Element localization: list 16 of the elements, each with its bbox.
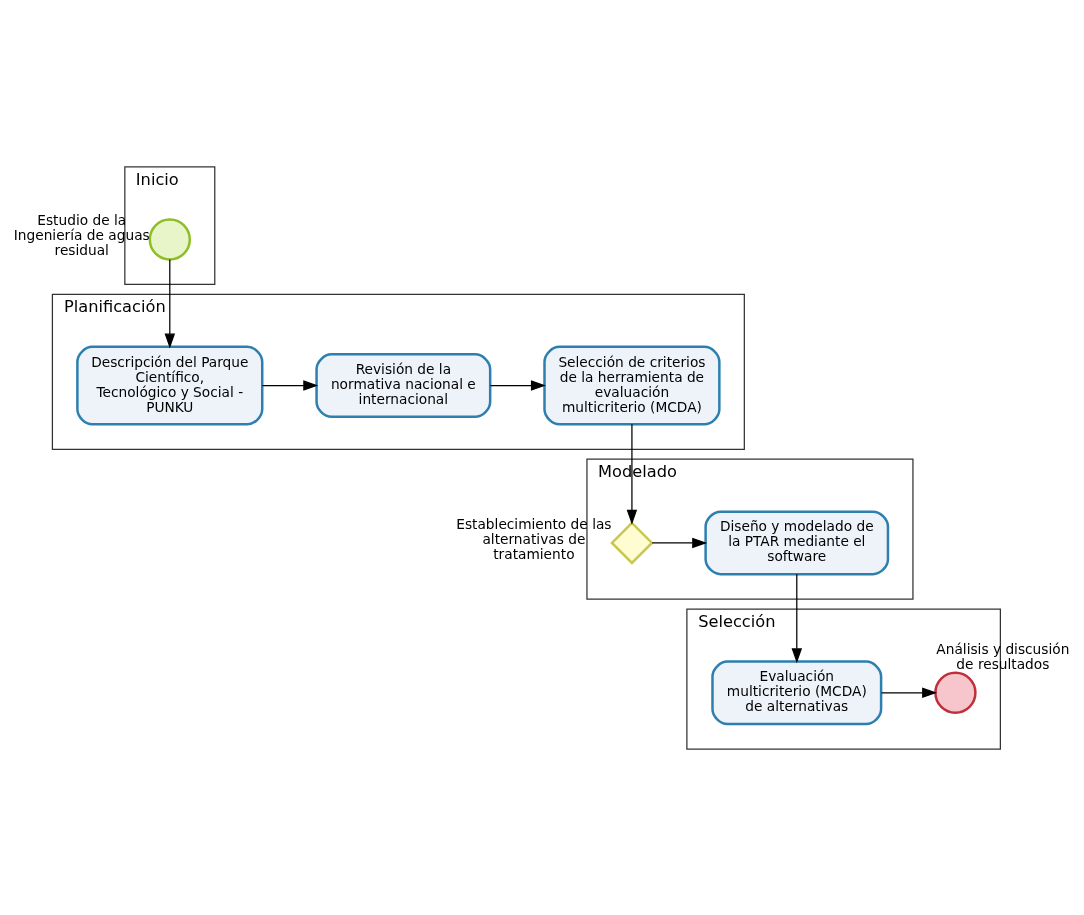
- node-circle: [148, 217, 192, 261]
- node-box: Evaluación multicriterio (MCDA) de alternativas: [711, 659, 883, 725]
- node-box: Selección de criterios de la herramienta de evaluación multicriterio (MCDA): [543, 345, 721, 426]
- arrow: [651, 537, 708, 548]
- arrow: [261, 379, 319, 391]
- node-circle: [934, 671, 977, 714]
- arrow: [881, 687, 938, 698]
- node-label: Establecimiento de las alternativas de tratamiento: [456, 515, 612, 562]
- node-box: Revisión de la normativa nacional e internacional: [315, 352, 492, 418]
- arrow: [626, 423, 638, 525]
- node-box: Diseño y modelado de la PTAR mediante el software: [704, 509, 890, 575]
- node-box: Descripción del Parque Científico, Tecnológico y Social - PUNKU: [76, 345, 264, 426]
- arrow: [164, 258, 176, 349]
- node-diamond: [610, 520, 654, 565]
- arrow: [791, 573, 803, 663]
- arrow: [489, 379, 546, 391]
